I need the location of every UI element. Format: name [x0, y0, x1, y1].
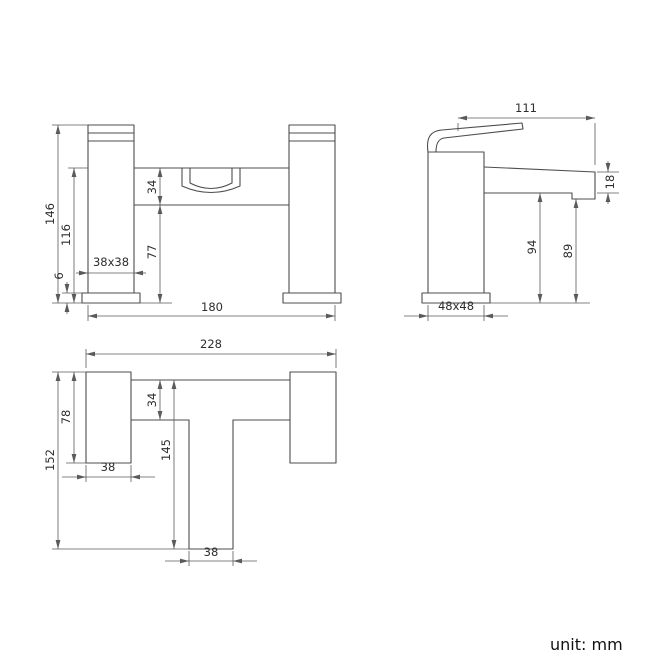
- plan-dim-145: 145: [159, 380, 177, 549]
- plan-dim-34: 34: [145, 380, 163, 420]
- dim-label-body-depth: 78: [59, 410, 73, 425]
- front-right-pillar: [288, 124, 336, 294]
- side-spout-top: [483, 166, 596, 173]
- dim-label-spout-end: 18: [603, 175, 617, 190]
- plan-dim-38-body: 38: [62, 460, 155, 482]
- dim-label-bridge-height: 34: [145, 180, 159, 195]
- front-dim-116: 116: [59, 167, 88, 303]
- dim-label-base-height: 6: [52, 272, 66, 279]
- dim-label-tail-length: 145: [159, 439, 173, 461]
- plan-view-geometry: [85, 371, 337, 550]
- dim-label-under-outlet: 89: [561, 244, 575, 259]
- dim-label-overall-height: 146: [43, 203, 57, 225]
- dim-label-base-section: 48x48: [438, 299, 474, 313]
- dim-label-spout-reach: 111: [515, 101, 537, 115]
- side-lever-handle: [426, 122, 524, 153]
- side-dim-89: 89: [490, 199, 590, 304]
- plan-dim-228: 228: [85, 337, 337, 368]
- front-right-base: [282, 292, 342, 304]
- dim-label-bridge-depth: 34: [145, 393, 159, 408]
- dim-label-body-height: 116: [59, 224, 73, 246]
- dim-label-overall-depth: 152: [43, 449, 57, 471]
- plan-dim-78: 78: [59, 372, 86, 464]
- side-dim-111: 111: [457, 101, 596, 165]
- dim-label-centres: 180: [201, 300, 223, 314]
- side-dim-18: 18: [597, 161, 619, 204]
- side-pillar: [427, 151, 485, 294]
- plan-left-body: [85, 371, 132, 464]
- front-dim-38x38: 38x38: [76, 255, 146, 276]
- side-dim-48x48: 48x48: [404, 299, 508, 321]
- side-dim-94: 94: [525, 193, 543, 303]
- plan-right-body: [289, 371, 337, 464]
- plan-dim-38-tail: 38: [165, 545, 257, 566]
- plan-dim-152: 152: [43, 371, 189, 550]
- front-dim-77: 77: [140, 205, 172, 304]
- front-dim-6: 6: [52, 272, 82, 314]
- front-dim-180: 180: [87, 300, 336, 321]
- dim-label-tail-width: 38: [204, 545, 219, 559]
- front-spout-inner: [189, 167, 233, 190]
- dim-label-body-width: 38: [101, 460, 116, 474]
- unit-note: unit: mm: [550, 635, 623, 650]
- dim-label-under-bridge: 77: [145, 245, 159, 260]
- front-spout-outer: [181, 167, 241, 194]
- front-view-geometry: [81, 124, 342, 304]
- dim-label-overall-width: 228: [200, 337, 222, 351]
- side-view-geometry: [421, 122, 596, 304]
- front-left-base: [81, 292, 141, 304]
- front-dim-34: 34: [145, 168, 163, 205]
- dim-label-under-spout: 94: [525, 240, 539, 255]
- dim-label-pillar-section: 38x38: [93, 255, 129, 269]
- side-base: [421, 292, 491, 304]
